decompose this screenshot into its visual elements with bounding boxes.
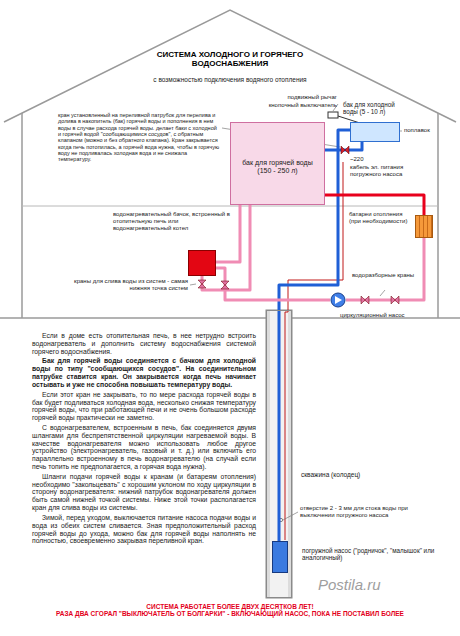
part-label: отверстие 2 - 3 мм для стока воды при вы… <box>300 505 440 519</box>
part-label: водонагревательный бачок, встроенный в о… <box>113 211 235 232</box>
hot-water-tank: бак для горячей воды (150 - 250 л) <box>230 122 325 205</box>
tank-label: бак для горячей воды (150 - 250 л) <box>235 159 320 175</box>
body-paragraph: С водонагревателем, встроенным в печь, б… <box>32 424 256 471</box>
leader-line <box>283 512 298 520</box>
power-cable <box>285 162 343 540</box>
part-label: погружной насос ("родничок", "малышок" и… <box>302 547 442 561</box>
voltage-label: ~220 <box>350 156 380 163</box>
footer-note: РАЗА ДВА СГОРАЛ "ВЫКЛЮЧАТЕЛЬ ОТ БОЛГАРКИ… <box>8 610 452 617</box>
attic-floor <box>22 206 438 207</box>
return-pipe <box>216 268 330 300</box>
body-paragraph: Если этот кран не закрывать, то по мере … <box>32 391 256 422</box>
part-label: водоразборные краны <box>352 272 418 279</box>
watermark: Postila.ru <box>318 576 448 593</box>
note-text: кран установленный на переливной патрубо… <box>58 112 220 163</box>
well: скважина (колодец)погружной насос ("родн… <box>266 310 292 598</box>
water-tap <box>361 296 369 304</box>
subtitle: с возможностью подключения водяного отоп… <box>130 76 330 83</box>
circulation-pump: циркуляционный насос <box>330 292 346 308</box>
cold-water-tank: бак для холодной воды (5 - 10 л) <box>350 122 400 142</box>
return-pipe <box>346 238 424 300</box>
part-label: циркуляционный насос <box>340 312 420 319</box>
roof-line <box>4 10 456 122</box>
body-paragraph: Если в доме есть отопительная печь, в не… <box>32 332 256 355</box>
house-wall <box>437 113 439 318</box>
body-paragraph: Зимой, перед уходом, выключается питание… <box>32 514 256 545</box>
submersible-pump: погружной насос ("родничок", "малышок" и… <box>272 541 288 573</box>
part-label: скважина (колодец) <box>301 471 431 478</box>
push-switch <box>328 112 338 118</box>
drain-tap <box>198 280 206 288</box>
leader-line <box>380 290 385 296</box>
part-label: кнопочный выключатель <box>250 102 337 109</box>
title: СИСТЕМА ХОЛОДНОГО И ГОРЯЧЕГО ВОДОСНАБЖЕН… <box>145 50 315 68</box>
pump-symbol <box>330 292 346 308</box>
leader-line <box>190 284 196 285</box>
water-heater: водонагревательный бачок, встроенный в о… <box>188 250 216 276</box>
part-label: батареи отопления (при необходимости) <box>349 211 411 225</box>
part-label: кабель эл. питания погружного насоса <box>350 164 436 178</box>
overflow-tap <box>341 146 349 154</box>
part-label: бак для холодной воды (5 - 10 л) <box>343 101 411 115</box>
part-label: поплавок <box>404 127 438 134</box>
water-tap <box>391 296 399 304</box>
radiator: батареи отопления (при необходимости) <box>415 215 433 238</box>
part-label: подвижный рычаг <box>262 94 337 101</box>
body-paragraph: Бак для горячей воды соединяется с бачко… <box>32 357 256 388</box>
house-wall <box>21 113 23 318</box>
part-label: краны для слива воды из систем - самая н… <box>58 278 188 292</box>
footer-note: СИСТЕМА РАБОТАЕТ БОЛЕЕ ДВУХ ДЕСЯТКОВ ЛЕТ… <box>8 603 452 610</box>
body-paragraph: Шланги подачи горячей воды к кранам (и б… <box>32 473 256 512</box>
drain-tap <box>221 281 229 289</box>
